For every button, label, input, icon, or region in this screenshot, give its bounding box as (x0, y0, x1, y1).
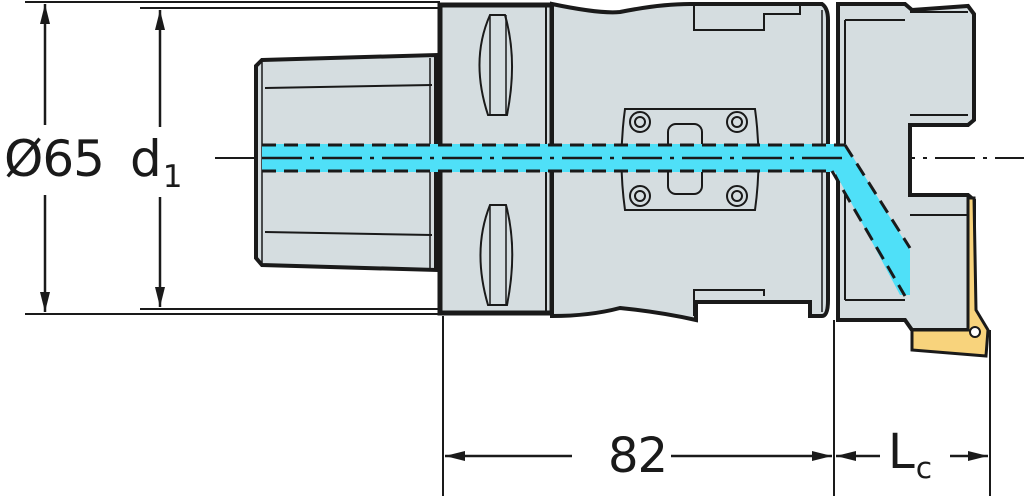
lc-base: L (888, 424, 915, 480)
coupling-diameter-label: d1 (128, 134, 184, 192)
overall-diameter-value: Ø65 (4, 130, 105, 188)
lc-subscript: c (915, 451, 932, 487)
cutting-length-label: Lc (886, 428, 934, 484)
d1-base: d (130, 130, 162, 188)
overall-diameter-label: Ø65 (2, 134, 106, 184)
coolant-channel (262, 143, 912, 297)
body-length-value: 82 (608, 428, 668, 484)
extension-lines (25, 1, 991, 496)
cutting-head (836, 1, 976, 332)
cutting-insert (910, 196, 990, 358)
d1-subscript: 1 (162, 158, 183, 195)
body-length-label: 82 (604, 432, 672, 480)
